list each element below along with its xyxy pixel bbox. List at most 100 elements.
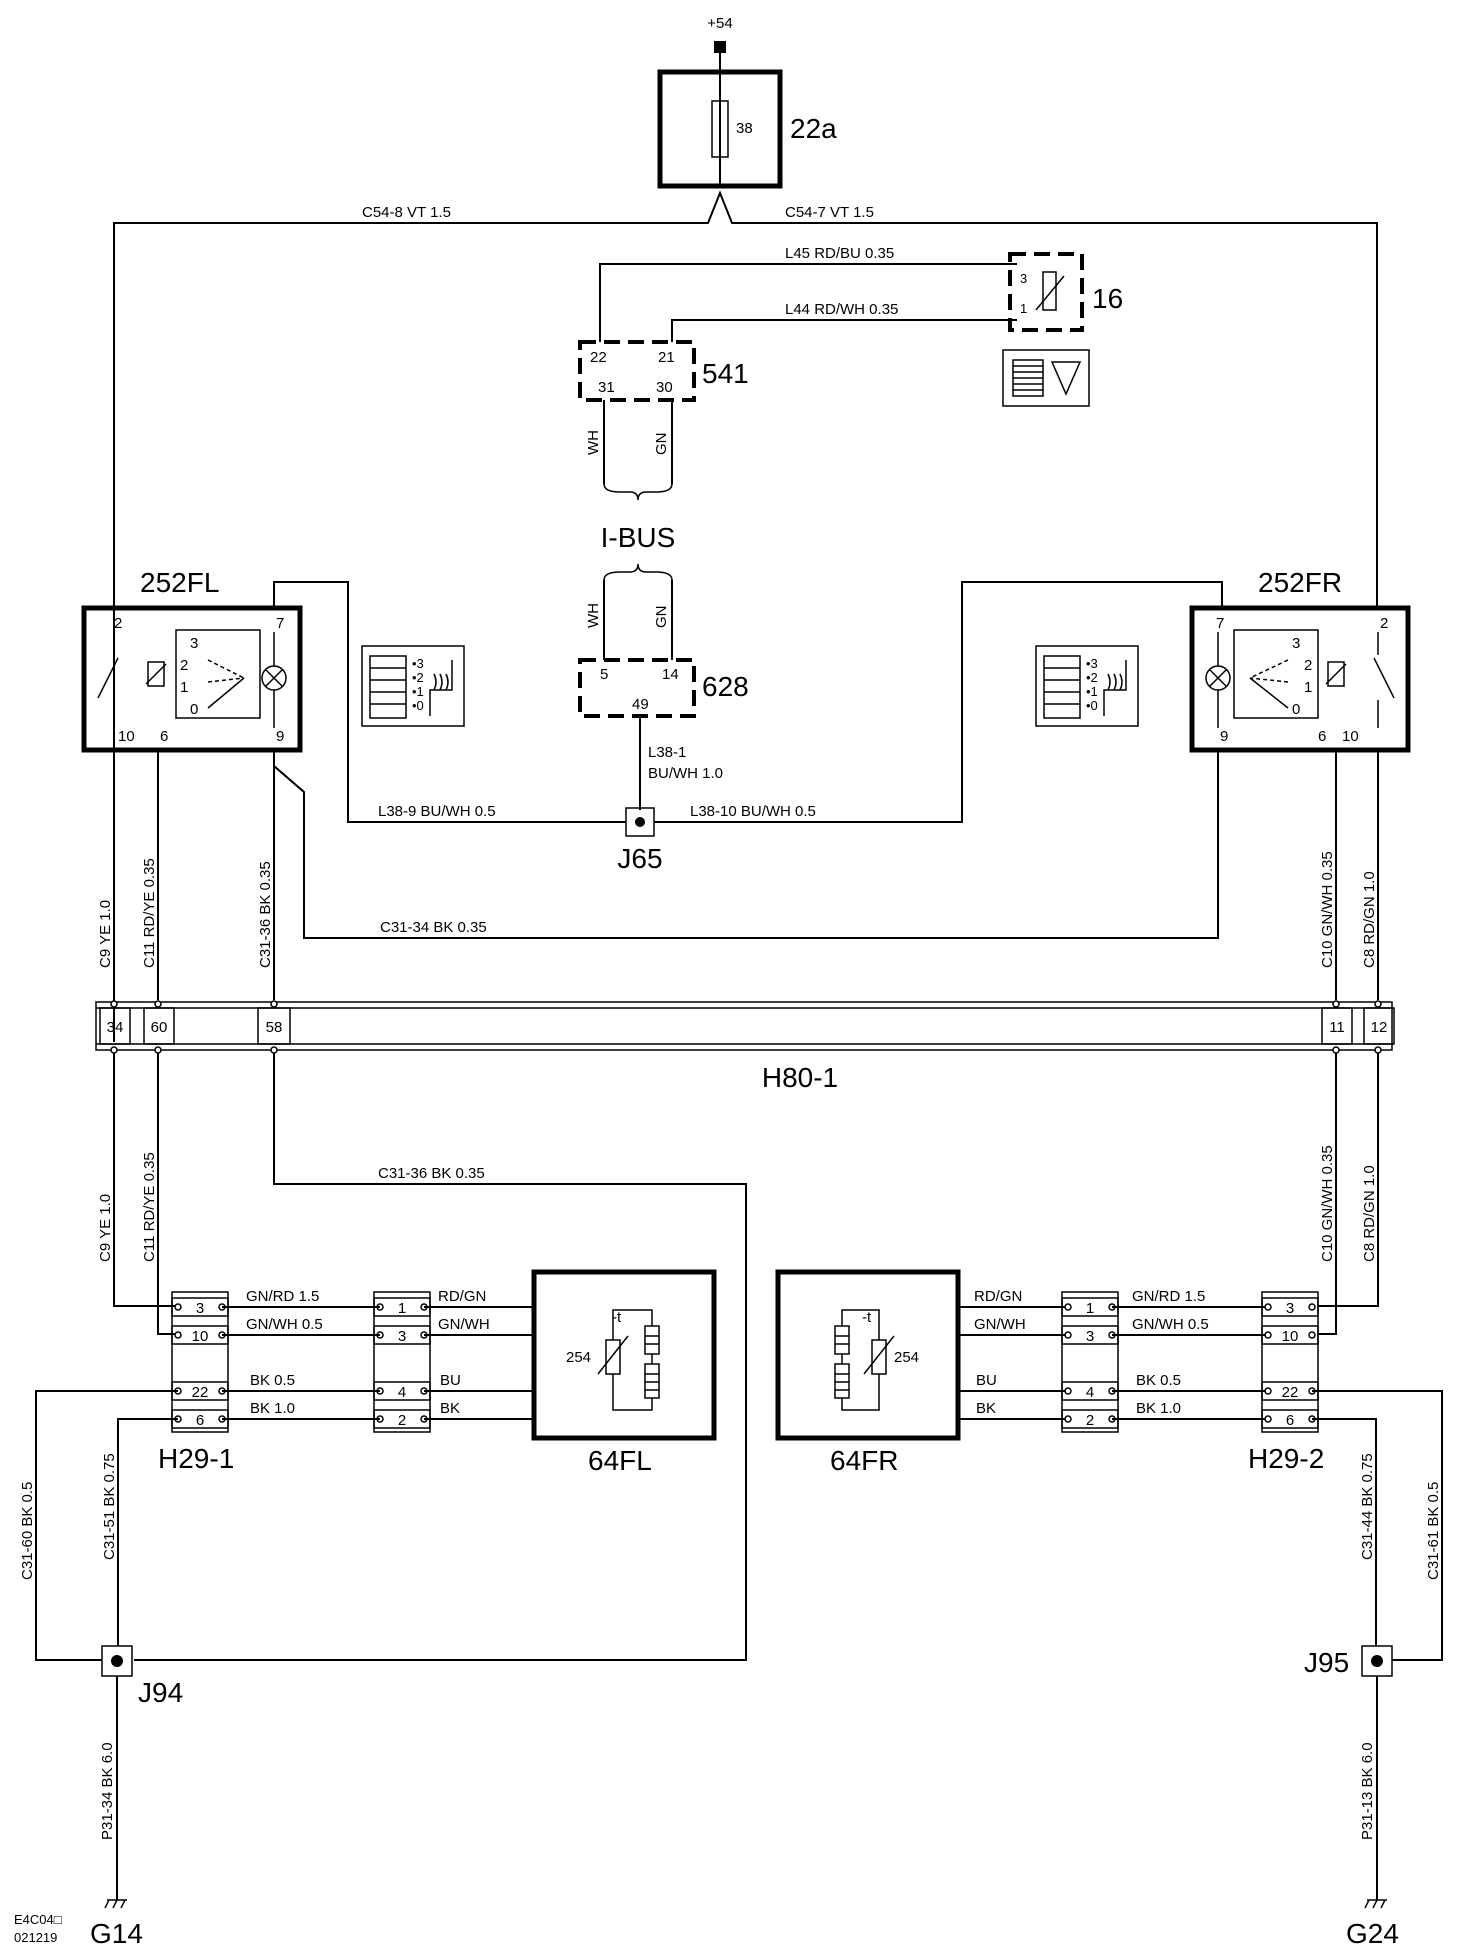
svg-text:6: 6	[160, 728, 168, 745]
svg-text:3: 3	[398, 1328, 406, 1345]
module-541: 22 21 31 30 541	[578, 340, 749, 402]
fuse-22a: 38 22a	[657, 69, 837, 189]
ground-g24: G24	[1346, 1899, 1399, 1949]
svg-text:•2: •2	[412, 670, 424, 685]
display-icon	[1002, 349, 1090, 407]
svg-text:GN: GN	[653, 606, 670, 629]
svg-text:254: 254	[894, 1349, 919, 1366]
svg-text:-t: -t	[862, 1309, 872, 1326]
svg-text:9: 9	[1220, 728, 1228, 745]
svg-text:30: 30	[656, 379, 673, 396]
svg-text:•0: •0	[1086, 698, 1098, 713]
connector-h29-1: 3 10 22 6 H29-1	[158, 1291, 234, 1474]
svg-text:C11 RD/YE 0.35: C11 RD/YE 0.35	[141, 858, 158, 968]
svg-text:3: 3	[1292, 635, 1300, 652]
svg-text:P31-34 BK 6.0: P31-34 BK 6.0	[99, 1742, 116, 1840]
svg-text:•3: •3	[1086, 656, 1098, 671]
svg-text:BK 1.0: BK 1.0	[250, 1400, 295, 1417]
wire-l38-9: L38-9 BU/WH 0.5	[378, 803, 496, 820]
svg-text:•2: •2	[1086, 670, 1098, 685]
svg-text:22: 22	[192, 1384, 209, 1401]
svg-text:G24: G24	[1346, 1918, 1399, 1949]
drawing-code: E4C04□	[14, 1912, 62, 1927]
svg-text:•1: •1	[1086, 684, 1098, 699]
svg-text:BK 0.5: BK 0.5	[250, 1372, 295, 1389]
wire-c31-34: C31-34 BK 0.35	[380, 919, 487, 936]
seat-heat-icon-left: •3 •2 •1 •0	[361, 645, 465, 727]
svg-text:3: 3	[1086, 1328, 1094, 1345]
svg-text:P31-13 BK 6.0: P31-13 BK 6.0	[1359, 1742, 1376, 1840]
svg-text:C11 RD/YE 0.35: C11 RD/YE 0.35	[141, 1152, 158, 1262]
fuse-box-label: 22a	[790, 113, 837, 144]
svg-text:7: 7	[276, 615, 284, 632]
supply-terminal: +54	[707, 15, 733, 53]
svg-text:3: 3	[1020, 271, 1027, 286]
svg-text:3: 3	[1286, 1300, 1294, 1317]
svg-text:2: 2	[114, 615, 122, 632]
svg-text:GN/RD 1.5: GN/RD 1.5	[1132, 1288, 1205, 1305]
svg-text:2: 2	[1380, 615, 1388, 632]
svg-text:5: 5	[600, 666, 608, 683]
svg-text:10: 10	[1282, 1328, 1299, 1345]
wire-c54-8: C54-8 VT 1.5	[362, 204, 451, 221]
heater-left-label: 64FL	[588, 1445, 652, 1476]
wire-l38-1-spec: BU/WH 1.0	[648, 765, 723, 782]
svg-text:3: 3	[196, 1300, 204, 1317]
svg-text:60: 60	[151, 1019, 168, 1036]
svg-text:22: 22	[1282, 1384, 1299, 1401]
svg-text:34: 34	[107, 1019, 124, 1036]
svg-text:4: 4	[398, 1384, 406, 1401]
fuse-number: 38	[736, 120, 753, 137]
svg-text:C31-61 BK 0.5: C31-61 BK 0.5	[1425, 1482, 1442, 1580]
ground-g14: G14	[90, 1899, 143, 1949]
wire-l44: L44 RD/WH 0.35	[785, 301, 898, 318]
splice-j65: J65	[617, 807, 663, 874]
svg-text:10: 10	[1342, 728, 1359, 745]
svg-text:WH: WH	[585, 430, 602, 455]
splice-j95: J95	[1304, 1645, 1393, 1678]
svg-text:6: 6	[1318, 728, 1326, 745]
svg-text:1: 1	[1020, 301, 1027, 316]
switch-right-label: 252FR	[1258, 567, 1342, 598]
seat-heat-icon-right: •3 •2 •1 •0	[1035, 645, 1139, 727]
svg-text:C9 YE 1.0: C9 YE 1.0	[97, 900, 114, 968]
svg-text:J94: J94	[138, 1677, 183, 1708]
sensor-label: 16	[1092, 283, 1123, 314]
svg-text:2: 2	[1304, 657, 1312, 674]
svg-text:GN/WH 0.5: GN/WH 0.5	[246, 1316, 323, 1333]
heater-64fr: -t 254 64FR	[775, 1269, 961, 1476]
svg-text:•0: •0	[412, 698, 424, 713]
sensor-16: 3 1 16	[1008, 252, 1123, 332]
svg-text:C10 GN/WH 0.35: C10 GN/WH 0.35	[1319, 1145, 1336, 1262]
switch-252fr: 252FR 7 2 9 6 10 3 2 1 0	[1189, 567, 1411, 753]
svg-text:12: 12	[1371, 1019, 1388, 1036]
svg-text:C31-60 BK 0.5: C31-60 BK 0.5	[19, 1482, 36, 1580]
connector-h80-1: 34 60 58 11 12 H80-1	[95, 1000, 1395, 1093]
svg-text:10: 10	[118, 728, 135, 745]
svg-text:GN/WH 0.5: GN/WH 0.5	[1132, 1316, 1209, 1333]
svg-text:1: 1	[180, 679, 188, 696]
connector-h29-1-label: H29-1	[158, 1443, 234, 1474]
module-628-label: 628	[702, 671, 749, 702]
heater-64fl: -t 254 64FL	[531, 1269, 717, 1476]
svg-text:0: 0	[1292, 701, 1300, 718]
module-541-label: 541	[702, 358, 749, 389]
svg-text:C8 RD/GN 1.0: C8 RD/GN 1.0	[1361, 871, 1378, 968]
svg-text:1: 1	[1304, 679, 1312, 696]
wire-l45: L45 RD/BU 0.35	[785, 245, 894, 262]
svg-text:11: 11	[1329, 1019, 1345, 1036]
wire-c31-36-lower: C31-36 BK 0.35	[378, 1165, 485, 1182]
svg-text:BU: BU	[440, 1372, 461, 1389]
svg-text:C31-51 BK 0.75: C31-51 BK 0.75	[101, 1453, 118, 1560]
svg-text:49: 49	[632, 696, 649, 713]
svg-text:BK: BK	[976, 1400, 996, 1417]
svg-text:J65: J65	[617, 843, 662, 874]
heater-connector-right: 1 3 4 2	[1061, 1291, 1119, 1433]
svg-text:C8 RD/GN 1.0: C8 RD/GN 1.0	[1361, 1165, 1378, 1262]
svg-text:GN/RD 1.5: GN/RD 1.5	[246, 1288, 319, 1305]
heater-connector-left: 1 3 4 2	[373, 1291, 431, 1433]
svg-text:GN/WH: GN/WH	[438, 1316, 490, 1333]
supply-label: +54	[707, 15, 732, 32]
svg-text:6: 6	[1286, 1412, 1294, 1429]
svg-text:4: 4	[1086, 1384, 1094, 1401]
